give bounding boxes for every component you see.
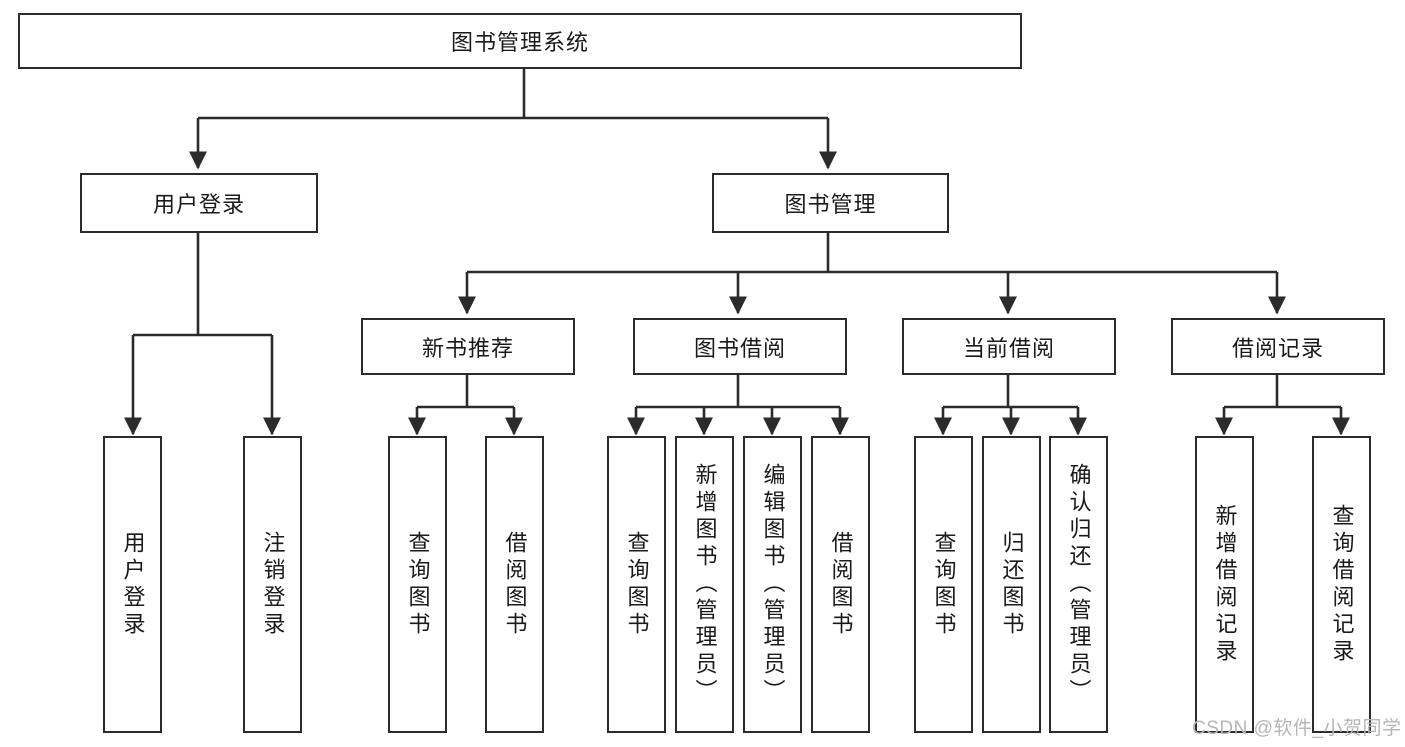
node-book-borrow[interactable]: 图书借阅 xyxy=(633,318,847,375)
node-leaf-return-books[interactable]: 归还图书 xyxy=(982,436,1041,733)
node-leaf-logout[interactable]: 注销登录 xyxy=(243,436,302,733)
node-leaf-query-books-current-label: 查询图书 xyxy=(931,530,957,639)
node-borrow-records[interactable]: 借阅记录 xyxy=(1171,318,1385,375)
node-leaf-borrow-books-label: 借阅图书 xyxy=(828,530,854,639)
node-leaf-query-borrow-record[interactable]: 查询借阅记录 xyxy=(1312,436,1371,733)
node-book-management[interactable]: 图书管理 xyxy=(712,173,949,233)
node-leaf-borrow-books[interactable]: 借阅图书 xyxy=(811,436,870,733)
node-new-book-recommend-label: 新书推荐 xyxy=(421,335,514,361)
node-leaf-borrow-books-new[interactable]: 借阅图书 xyxy=(485,436,544,733)
node-leaf-user-login-label: 用户登录 xyxy=(120,530,146,639)
node-current-borrow-label: 当前借阅 xyxy=(962,335,1055,361)
node-leaf-query-books-current[interactable]: 查询图书 xyxy=(914,436,973,733)
node-book-borrow-label: 图书借阅 xyxy=(693,335,786,361)
node-leaf-add-borrow-record-label: 新增借阅记录 xyxy=(1212,503,1238,666)
node-user-login[interactable]: 用户登录 xyxy=(80,173,318,233)
node-root-label: 图书管理系统 xyxy=(450,30,589,55)
node-leaf-edit-book-admin[interactable]: 编辑图书（管理员） xyxy=(743,436,802,733)
node-user-login-label: 用户登录 xyxy=(152,192,245,217)
node-leaf-add-borrow-record[interactable]: 新增借阅记录 xyxy=(1195,436,1254,733)
node-new-book-recommend[interactable]: 新书推荐 xyxy=(361,318,575,375)
node-leaf-add-book-admin[interactable]: 新增图书（管理员） xyxy=(675,436,734,733)
node-leaf-add-book-admin-label: 新增图书（管理员） xyxy=(692,463,718,706)
node-leaf-edit-book-admin-label: 编辑图书（管理员） xyxy=(760,463,786,706)
node-leaf-user-login[interactable]: 用户登录 xyxy=(103,436,162,733)
node-leaf-query-books-borrow-label: 查询图书 xyxy=(624,530,650,639)
node-leaf-query-borrow-record-label: 查询借阅记录 xyxy=(1329,503,1355,666)
watermark: CSDN @软件_小贺同学 xyxy=(1192,718,1402,739)
node-leaf-query-books-new[interactable]: 查询图书 xyxy=(388,436,447,733)
node-book-management-label: 图书管理 xyxy=(784,192,877,217)
node-leaf-logout-label: 注销登录 xyxy=(260,530,286,639)
node-borrow-records-label: 借阅记录 xyxy=(1231,335,1324,361)
node-leaf-query-books-borrow[interactable]: 查询图书 xyxy=(607,436,666,733)
node-root[interactable]: 图书管理系统 xyxy=(18,13,1022,69)
node-leaf-confirm-return-admin[interactable]: 确认归还（管理员） xyxy=(1049,436,1108,733)
node-leaf-confirm-return-admin-label: 确认归还（管理员） xyxy=(1066,463,1092,706)
node-leaf-return-books-label: 归还图书 xyxy=(999,530,1025,639)
node-leaf-query-books-new-label: 查询图书 xyxy=(405,530,431,639)
node-current-borrow[interactable]: 当前借阅 xyxy=(902,318,1116,375)
node-leaf-borrow-books-new-label: 借阅图书 xyxy=(502,530,528,639)
